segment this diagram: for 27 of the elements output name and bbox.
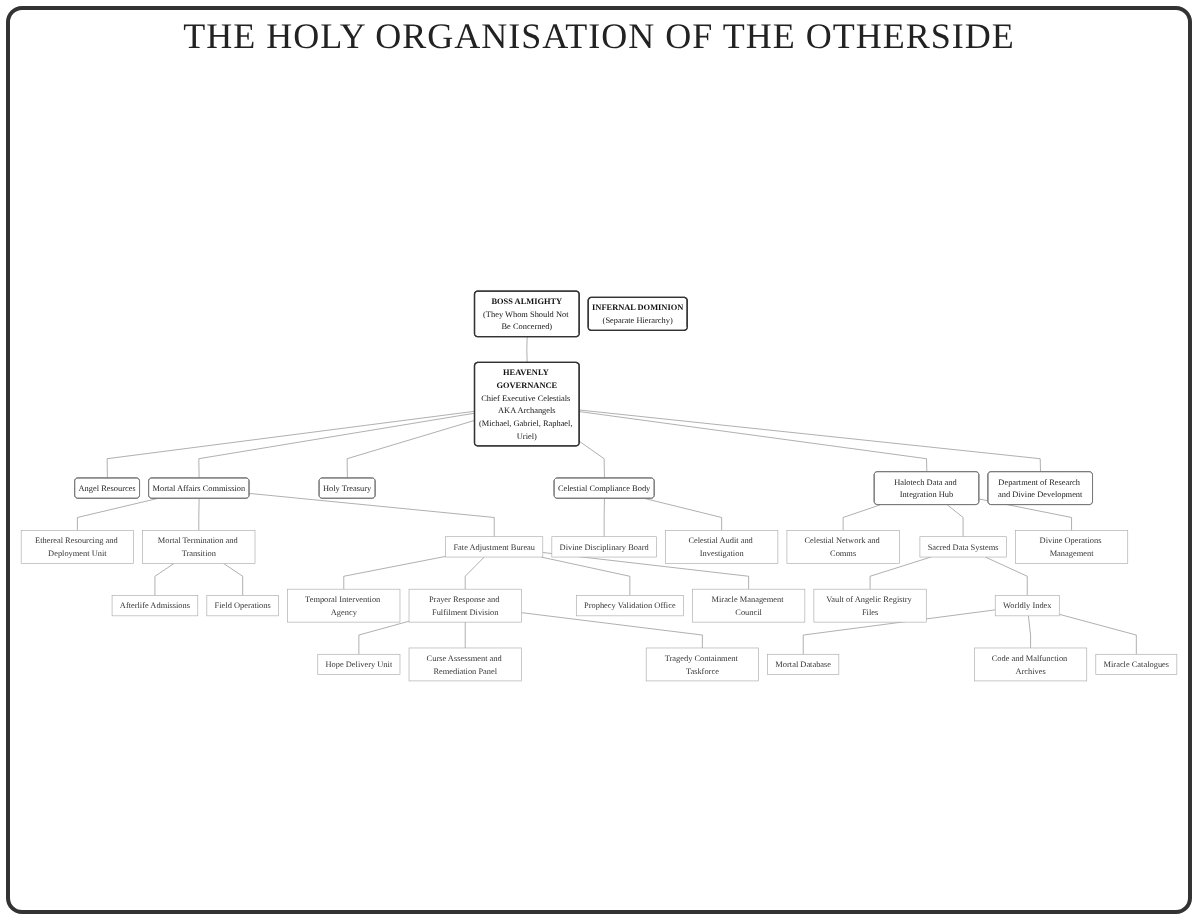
connector-line xyxy=(198,498,200,531)
connector-line xyxy=(603,498,605,538)
connector-line xyxy=(1028,615,1031,649)
connector-line xyxy=(198,412,476,479)
connector-line xyxy=(346,419,476,479)
connector-line xyxy=(526,336,528,364)
connector-line xyxy=(77,498,158,531)
diagram-title: THE HOLY ORGANISATION OF THE OTHERSIDE xyxy=(181,16,1017,58)
connector-line xyxy=(579,409,1041,473)
connector-line xyxy=(869,556,932,590)
connector-line xyxy=(343,556,447,590)
connector-line xyxy=(521,612,703,649)
connector-line xyxy=(579,441,605,479)
connector-line xyxy=(579,411,928,473)
connector-line xyxy=(1058,613,1137,655)
connector-line xyxy=(248,493,495,538)
connector-line xyxy=(644,498,723,531)
connector-line xyxy=(842,504,881,531)
connector-line xyxy=(540,556,631,596)
connector-line xyxy=(106,410,476,479)
connector-line xyxy=(984,556,1028,596)
connector-line xyxy=(154,562,175,596)
connector-line xyxy=(464,556,485,590)
connector-line xyxy=(946,504,964,538)
connector-line xyxy=(464,621,466,649)
connector-line xyxy=(358,620,410,655)
connector-line xyxy=(223,562,244,596)
